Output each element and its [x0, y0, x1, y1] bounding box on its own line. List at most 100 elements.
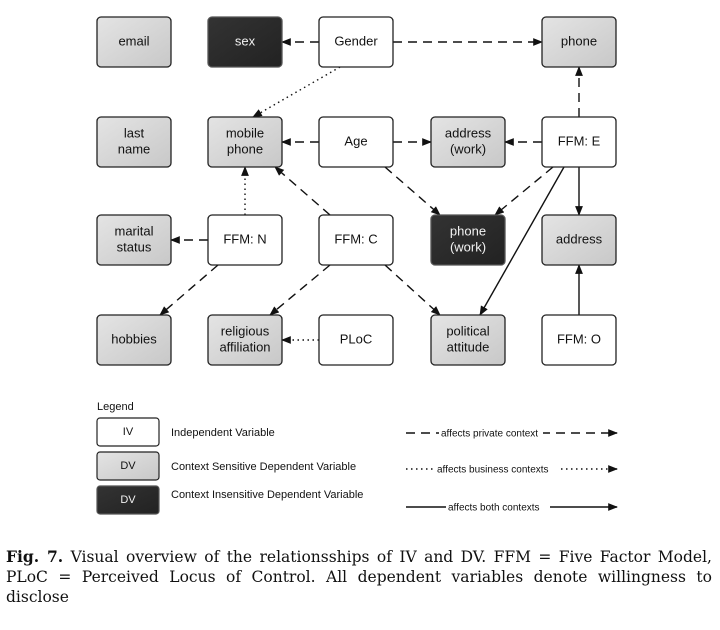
node-sex: sex [207, 16, 283, 68]
node-ffm-c: FFM: C [318, 214, 394, 266]
legend-edge-business: affects business contexts [406, 462, 618, 476]
node-box [430, 214, 506, 266]
legend-swatch [96, 417, 160, 447]
node-box [96, 16, 172, 68]
edges-layer [159, 38, 583, 344]
legend-edge-label-bg [446, 500, 550, 513]
node-label: mobile [226, 125, 264, 140]
legend-node-iv: IV Independent Variable [96, 417, 275, 447]
legend-swatch [96, 485, 160, 515]
node-label: status [117, 239, 152, 254]
node-label: (work) [450, 141, 486, 156]
node-label: religious [221, 323, 270, 338]
legend-edge-label-bg [439, 426, 543, 439]
legend-edge-label-bg [435, 462, 558, 475]
node-phone-work: phone(work) [430, 214, 506, 266]
node-label: phone [227, 141, 263, 156]
node-age: Age [318, 116, 394, 168]
edge-ffm-c-to-religious-affiliation [269, 264, 331, 316]
legend-swatch-label: DV [120, 460, 136, 472]
node-box [96, 214, 172, 266]
node-label: affiliation [219, 339, 270, 354]
edge-ffm-e-to-phone-work [494, 166, 554, 216]
node-label: phone [561, 33, 597, 48]
edge-ffm-c-to-political-attitude [384, 264, 441, 316]
node-label: last [124, 125, 145, 140]
legend-edge-label: affects private context [441, 429, 538, 440]
node-label: name [118, 141, 151, 156]
node-phone: phone [541, 16, 617, 68]
legend-swatch-label: IV [123, 426, 134, 438]
legend-edge-label: affects business contexts [437, 465, 549, 476]
legend-node-description: Independent Variable [171, 427, 275, 439]
legend-swatch-label: DV [120, 494, 136, 506]
node-box [430, 314, 506, 366]
legend-node-dv-insensitive: DV Context Insensitive Dependent Variable [96, 485, 363, 515]
node-hobbies: hobbies [96, 314, 172, 366]
edge-ffm-n-to-hobbies [159, 264, 219, 316]
node-label: FFM: O [557, 331, 601, 346]
legend-node-description: Context Insensitive Dependent Variable [171, 489, 363, 501]
node-box [318, 214, 394, 266]
legend-node-description: Context Sensitive Dependent Variable [171, 461, 356, 473]
node-box [96, 116, 172, 168]
legend-edge-private: affects private context [406, 426, 618, 440]
legend-node-dv-sensitive: DV Context Sensitive Dependent Variable [96, 451, 356, 481]
node-label: address [556, 231, 603, 246]
node-box [318, 16, 394, 68]
legend-title: Legend [97, 401, 134, 413]
node-box [207, 116, 283, 168]
caption-text: Visual overview of the relationsships of… [6, 548, 712, 606]
node-ffm-n: FFM: N [207, 214, 283, 266]
node-box [207, 214, 283, 266]
node-address-work: address(work) [430, 116, 506, 168]
node-label: FFM: C [334, 231, 377, 246]
node-label: political [446, 323, 489, 338]
edge-ffm-c-to-mobile-phone [274, 166, 331, 216]
node-box [207, 16, 283, 68]
figure-label: Fig. 7. [6, 547, 64, 566]
node-label: FFM: N [223, 231, 266, 246]
node-label: (work) [450, 239, 486, 254]
node-ffm-e: FFM: E [541, 116, 617, 168]
node-label: sex [235, 33, 256, 48]
node-label: hobbies [111, 331, 157, 346]
node-label: attitude [447, 339, 490, 354]
legend-swatch [96, 451, 160, 481]
node-label: phone [450, 223, 486, 238]
node-box [541, 116, 617, 168]
figure-caption: Fig. 7. Visual overview of the relations… [6, 547, 712, 607]
node-address: address [541, 214, 617, 266]
node-gender: Gender [318, 16, 394, 68]
node-box [541, 16, 617, 68]
node-label: PLoC [340, 331, 373, 346]
legend-edge-types: affects private context affects business … [406, 426, 618, 514]
node-box [318, 314, 394, 366]
node-label: Gender [334, 33, 378, 48]
node-label: email [118, 33, 149, 48]
node-box [207, 314, 283, 366]
node-label: marital [114, 223, 153, 238]
edge-ffm-e-to-political-attitude [479, 166, 565, 316]
legend-edge-both: affects both contexts [406, 500, 618, 514]
node-label: FFM: E [558, 133, 601, 148]
node-box [541, 314, 617, 366]
node-ploc: PLoC [318, 314, 394, 366]
edge-gender-to-mobile-phone [252, 66, 341, 118]
node-label: Age [344, 133, 367, 148]
node-box [430, 116, 506, 168]
node-box [318, 116, 394, 168]
node-box [96, 314, 172, 366]
node-email: email [96, 16, 172, 68]
edge-age-to-phone-work [384, 166, 441, 216]
legend-edge-label: affects both contexts [448, 503, 540, 514]
node-box [541, 214, 617, 266]
